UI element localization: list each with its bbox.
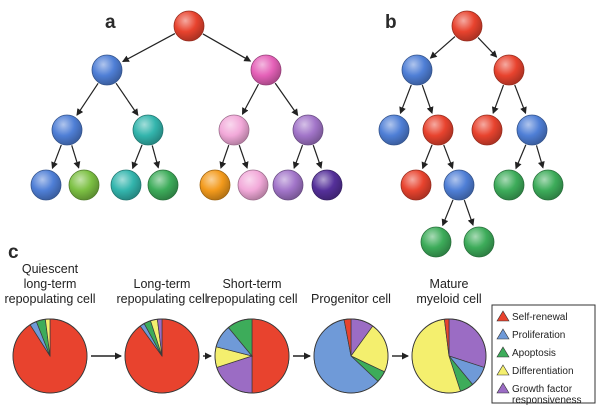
tree-b-cell-red — [400, 169, 432, 201]
tree-b-cell-red — [451, 10, 483, 42]
tree-a-cell-violet — [311, 169, 343, 201]
tree-a-cell-blue — [91, 54, 123, 86]
stage-label-line: repopulating cell — [206, 292, 297, 306]
tree-a-cell-lightpink — [218, 114, 250, 146]
stage-label-line: repopulating cell — [116, 292, 207, 306]
tree-b-arrow — [421, 84, 434, 114]
stage-pie — [313, 318, 389, 394]
pie-slice-self-renewal — [251, 318, 290, 394]
tree-a-arrow — [238, 144, 249, 169]
tree-b-cell-green — [463, 226, 495, 258]
tree-b-arrow — [515, 144, 527, 170]
tree-a-cell-teal — [110, 169, 142, 201]
tree-a-arrow — [131, 144, 143, 170]
tree-b-arrow — [514, 84, 527, 115]
legend-swatch-proliferation — [496, 328, 510, 340]
tree-b-cell-green — [420, 226, 452, 258]
lineage-tree-b — [378, 10, 564, 258]
tree-a-cell-green — [147, 169, 179, 201]
tree-a-arrow — [202, 33, 252, 62]
stage-pie — [12, 318, 88, 394]
legend-label: Apoptosis — [512, 348, 556, 359]
legend-swatch-apoptosis — [496, 346, 510, 358]
legend-swatch-differentiation — [496, 364, 510, 376]
tree-a-cell-teal — [132, 114, 164, 146]
tree-b-cell-blue — [443, 169, 475, 201]
pie-outline — [124, 318, 200, 394]
tree-b-arrow — [421, 144, 433, 170]
stage-label-line: Progenitor cell — [311, 292, 391, 306]
stage-label-line: long-term — [24, 277, 77, 291]
tree-a-arrow — [76, 82, 99, 116]
legend-label: Self-renewal — [512, 312, 568, 323]
legend-box — [491, 304, 596, 404]
tree-b-arrow — [429, 36, 456, 59]
panel-label-c: c — [8, 242, 19, 263]
legend: Self-renewalProliferationApoptosisDiffer… — [491, 304, 596, 406]
tree-a-arrow — [71, 145, 81, 169]
tree-b-cell-blue — [516, 114, 548, 146]
tree-b-arrow — [463, 199, 475, 226]
stage-label-line: repopulating cell — [4, 292, 95, 306]
pie-outline — [214, 318, 290, 394]
tree-b-arrow — [399, 84, 412, 115]
tree-a-arrow — [312, 144, 323, 169]
tree-a-cell-purple — [292, 114, 324, 146]
stage-label-line: Short-term — [222, 277, 281, 291]
legend-label: responsiveness — [512, 395, 581, 406]
tree-a-arrow — [219, 144, 230, 169]
tree-a-cell-purple — [272, 169, 304, 201]
legend-swatch-growth-factor — [496, 382, 510, 394]
pie-outline — [313, 318, 389, 394]
stage-label-line: Mature — [430, 277, 469, 291]
tree-b-arrow — [477, 37, 498, 58]
stage-label-line: Quiescent — [22, 262, 79, 276]
tree-a-cell-lightpink — [237, 169, 269, 201]
legend-label: Growth factor — [512, 384, 573, 395]
pie-outline — [12, 318, 88, 394]
lineage-tree-a — [30, 10, 343, 201]
tree-a-cell-blue — [30, 169, 62, 201]
tree-a-cell-orange — [199, 169, 231, 201]
legend-label: Proliferation — [512, 330, 565, 341]
tree-a-arrow — [292, 144, 304, 170]
tree-b-cell-red — [471, 114, 503, 146]
tree-a-cell-pink — [250, 54, 282, 86]
tree-a-cell-blue — [51, 114, 83, 146]
tree-a-arrow — [274, 82, 299, 117]
tree-a-arrow — [151, 145, 161, 169]
stage-pie — [214, 318, 290, 394]
tree-a-arrow — [241, 83, 259, 115]
tree-b-arrow — [535, 145, 545, 169]
stage-label-line: Long-term — [134, 277, 191, 291]
tree-a-cell-red — [173, 10, 205, 42]
pie-row — [12, 318, 487, 394]
tree-a-arrow — [115, 82, 139, 116]
pie-outline — [411, 318, 487, 394]
tree-b-cell-blue — [378, 114, 410, 146]
tree-b-cell-green — [493, 169, 525, 201]
stage-pie — [411, 318, 487, 394]
tree-b-cell-red — [493, 54, 525, 86]
tree-b-cell-red — [422, 114, 454, 146]
tree-b-cell-green — [532, 169, 564, 201]
tree-a-arrow — [121, 33, 176, 63]
legend-label: Differentiation — [512, 366, 574, 377]
tree-b-cell-blue — [401, 54, 433, 86]
stage-label-line: myeloid cell — [416, 292, 481, 306]
tree-a-cell-lime — [68, 169, 100, 201]
tree-b-arrow — [443, 144, 454, 170]
tree-a-arrow — [51, 144, 62, 170]
tree-b-arrow — [441, 199, 454, 227]
panel-label-b: b — [385, 12, 397, 33]
panel-label-a: a — [105, 12, 116, 33]
legend-swatch-self-renewal — [496, 310, 510, 322]
stage-pie — [124, 318, 200, 394]
tree-b-arrow — [491, 84, 505, 115]
